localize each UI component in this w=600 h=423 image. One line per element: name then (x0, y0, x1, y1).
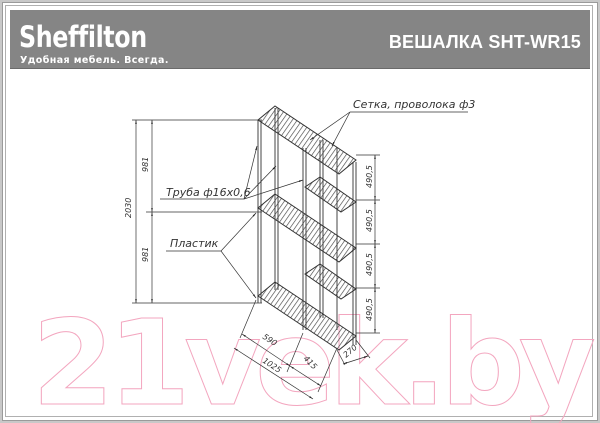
shelf-narrow-1 (304, 176, 357, 213)
shelf-top (257, 105, 357, 175)
dim-shelf-spacing-1: 490,5 (365, 165, 374, 188)
callout-mesh (309, 111, 468, 147)
label-mesh: Сетка, проволока ф3 (353, 98, 475, 111)
shelf-narrow-2 (304, 263, 357, 300)
header-bar: Sheffilton Удобная мебель. Всегда. ВЕШАЛ… (10, 10, 590, 69)
product-title: ВЕШАЛКА SHT-WR15 (388, 32, 581, 52)
callout-tube (160, 145, 304, 200)
dim-shelf-spacing-2: 490,5 (365, 209, 374, 232)
label-plastic: Пластик (170, 237, 219, 250)
brand-tagline: Удобная мебель. Всегда. (20, 55, 169, 66)
brand-logo: Sheffilton (19, 20, 147, 54)
height-dimensions (132, 119, 262, 304)
callout-plastic (166, 212, 257, 299)
shelf-bottom (257, 281, 357, 351)
dim-total-height: 2030 (124, 198, 133, 218)
dim-shelf-spacing-4: 490,5 (365, 298, 374, 321)
shelf-spacing-dimensions (356, 154, 380, 334)
dim-shelf-spacing-3: 490,5 (365, 253, 374, 276)
dim-lower-height: 981 (141, 247, 150, 262)
shelf-middle (257, 193, 357, 263)
length-dimensions (233, 299, 371, 400)
label-tube: Труба ф16х0,6 (166, 186, 251, 199)
dim-upper-height: 981 (141, 157, 150, 172)
